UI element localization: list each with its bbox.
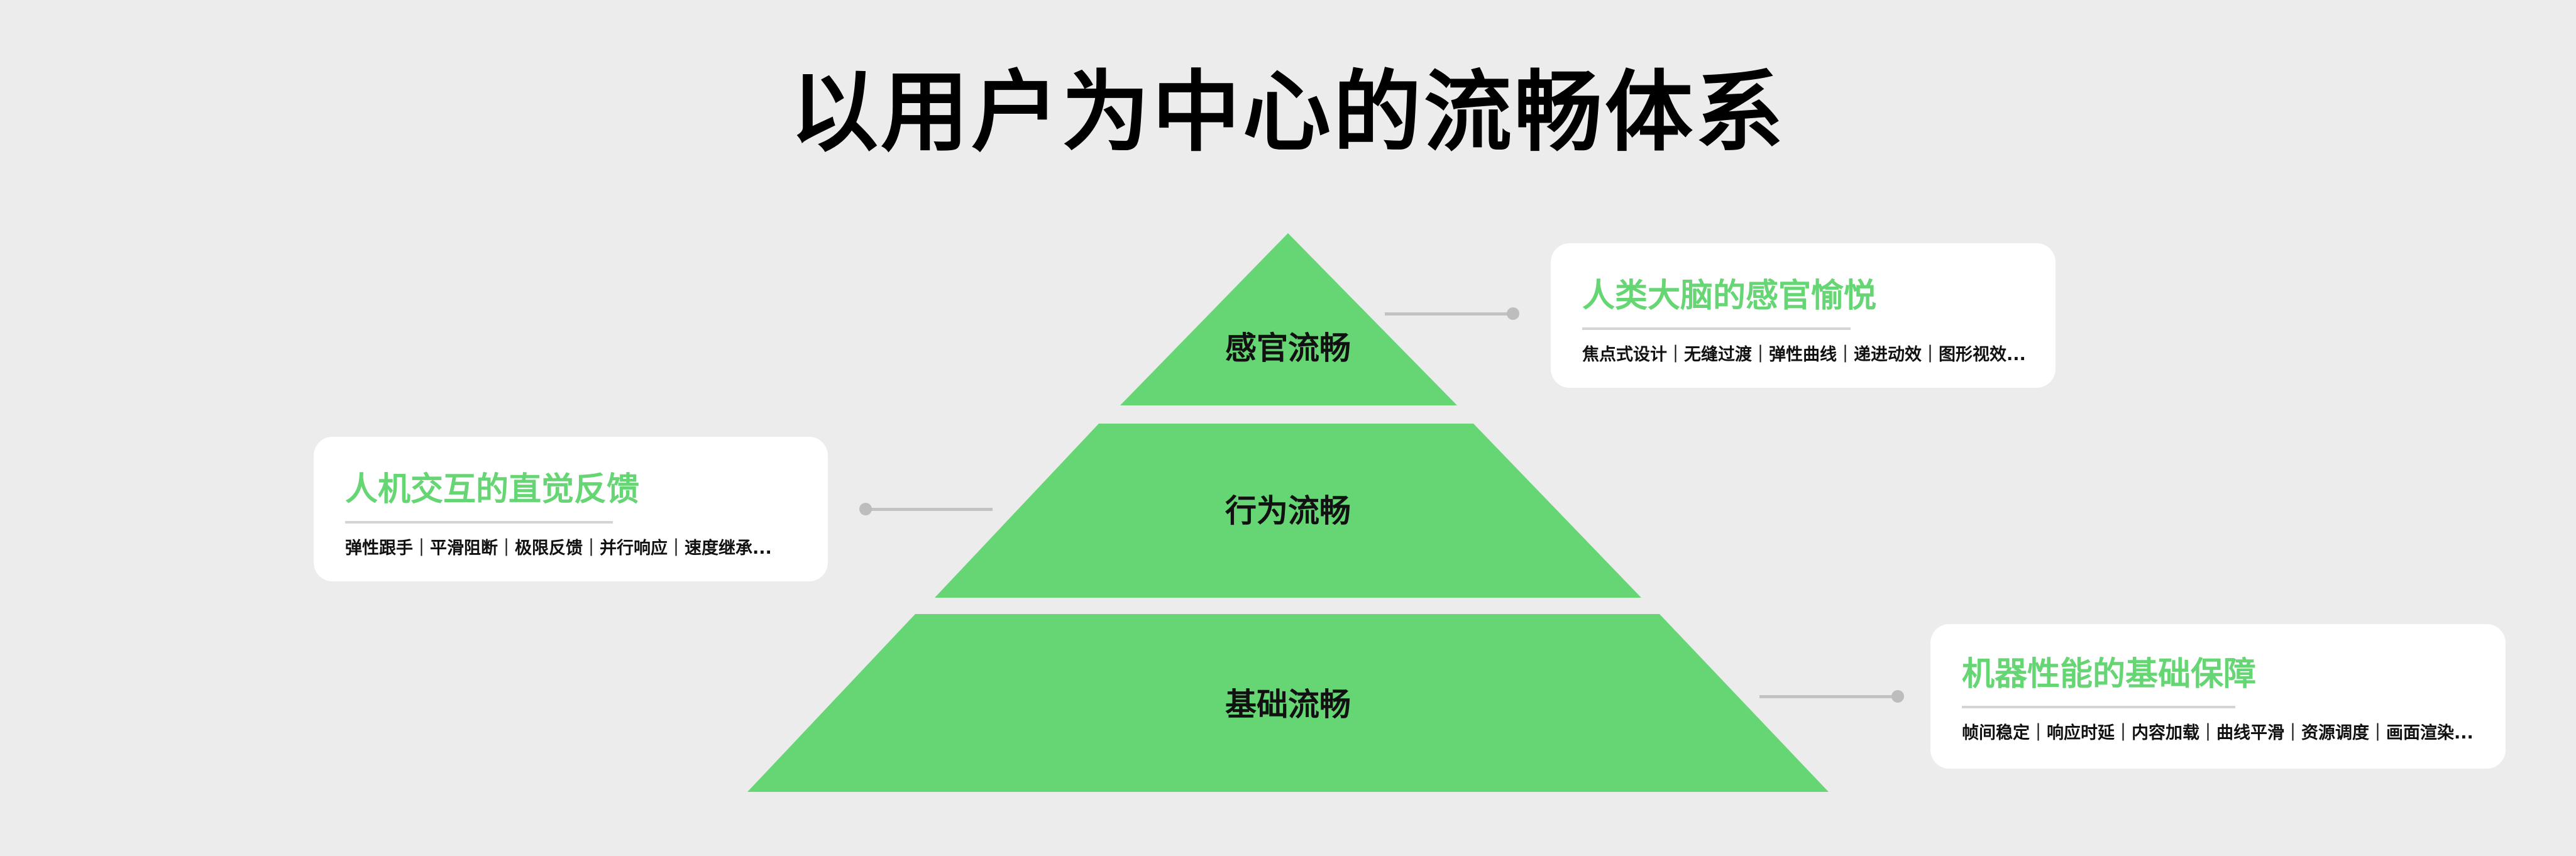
page-title: 以用户为中心的流畅体系: [790, 62, 1786, 164]
card-items: 帧间稳定｜响应时延｜内容加载｜曲线平滑｜资源调度｜画面渲染...: [1962, 723, 2474, 743]
connector-dot-top: [1507, 307, 1519, 320]
pyramid-tier-top: [1120, 233, 1457, 405]
card-divider: [345, 521, 613, 524]
card-divider: [1582, 327, 1851, 330]
connector-line-middle: [866, 508, 993, 511]
card-basic: 机器性能的基础保障 帧间稳定｜响应时延｜内容加载｜曲线平滑｜资源调度｜画面渲染.…: [1930, 624, 2506, 769]
tier-label-basic: 基础流畅: [1225, 686, 1351, 723]
pyramid-tier-bottom: [747, 614, 1829, 792]
card-divider: [1962, 706, 2235, 708]
card-title: 人类大脑的感官愉悦: [1582, 277, 1877, 315]
card-sensory: 人类大脑的感官愉悦 焦点式设计｜无缝过渡｜弹性曲线｜递进动效｜图形视效...: [1551, 243, 2056, 388]
connector-line-bottom: [1759, 695, 1898, 698]
card-behavior: 人机交互的直觉反馈 弹性跟手｜平滑阻断｜极限反馈｜并行响应｜速度继承...: [314, 437, 828, 581]
card-title: 人机交互的直觉反馈: [345, 471, 640, 508]
tier-label-behavior: 行为流畅: [1225, 493, 1351, 529]
connector-line-top: [1385, 312, 1513, 316]
connector-dot-middle: [859, 503, 872, 515]
tier-label-sensory: 感官流畅: [1225, 330, 1351, 366]
card-items: 弹性跟手｜平滑阻断｜极限反馈｜并行响应｜速度继承...: [345, 539, 772, 558]
connector-dot-bottom: [1891, 690, 1904, 703]
card-items: 焦点式设计｜无缝过渡｜弹性曲线｜递进动效｜图形视效...: [1582, 345, 2026, 365]
pyramid-tier-middle: [935, 424, 1641, 598]
card-title: 机器性能的基础保障: [1962, 656, 2257, 693]
